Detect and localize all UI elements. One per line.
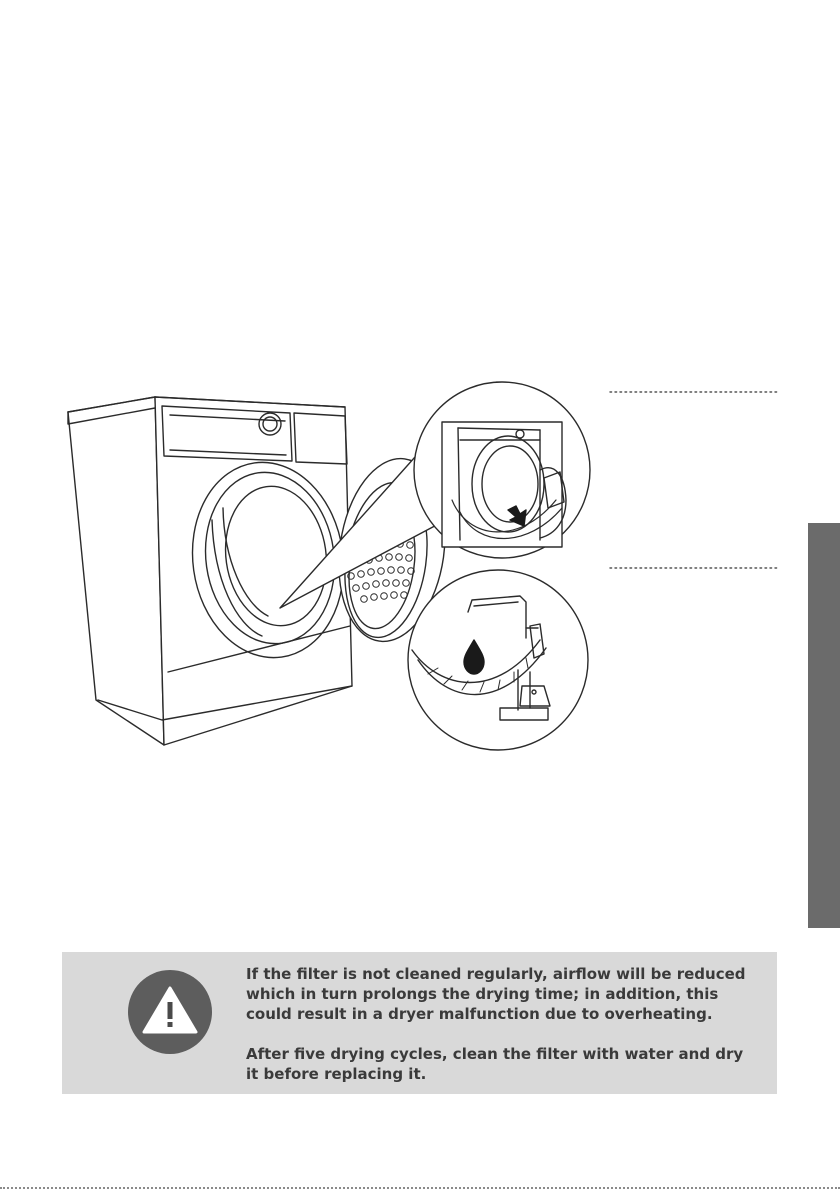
side-tab: [808, 523, 840, 928]
magnifier-circle-filter-washing: [408, 570, 588, 750]
warning-triangle-icon: [128, 970, 212, 1054]
warning-text: If the filter is not cleaned regularly, …: [246, 964, 751, 1084]
warning-paragraph-1: If the filter is not cleaned regularly, …: [246, 964, 751, 1024]
warning-paragraph-2: After five drying cycles, clean the filt…: [246, 1044, 751, 1084]
bottom-separator: [0, 1187, 840, 1189]
warning-badge: [128, 970, 212, 1054]
magnifier-circle-filter-removal: [414, 382, 590, 558]
